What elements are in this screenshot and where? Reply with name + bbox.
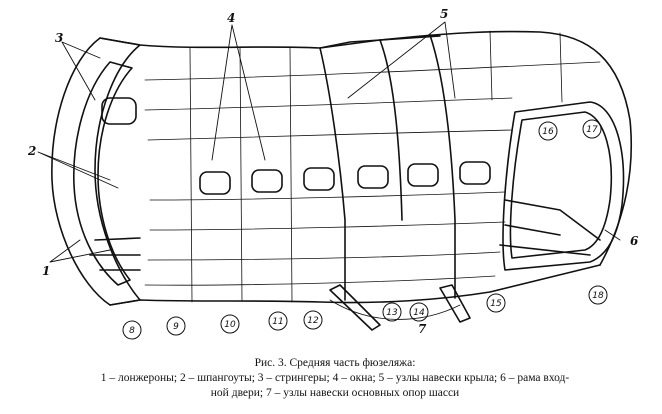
callout-circle-8 [122, 320, 142, 340]
label-7: 7 [418, 322, 427, 336]
front-frame-outer [51, 37, 141, 306]
window-5 [407, 163, 439, 187]
window-4 [357, 165, 389, 189]
callout-circle-13 [382, 302, 402, 322]
callout-number-9: 9 [173, 322, 179, 332]
label-2: 2 [27, 144, 36, 158]
window-2 [251, 169, 283, 193]
callout-circle-10 [220, 314, 240, 334]
caption-line-1: 1 – лонжероны; 2 – шпангоуты; 3 – стринг… [100, 372, 570, 384]
callout-circle-9 [166, 316, 186, 336]
front-frame-inner [73, 61, 133, 286]
callout-number-17: 17 [586, 125, 598, 135]
fuselage-diagram: 3 2 1 4 5 6 7 8 9 10 11 12 13 14 15 16 17 18 [27, 7, 639, 340]
bottom-contour [109, 264, 601, 306]
callout-number-12: 12 [307, 316, 319, 326]
caption-title: Рис. 3. Средняя часть фюзеляжа: [254, 357, 416, 369]
window-6 [459, 161, 491, 185]
callout-circle-15 [486, 293, 506, 313]
callout-circle-18 [588, 285, 608, 305]
callout-number-8: 8 [129, 326, 135, 336]
callout-number-15: 15 [490, 299, 502, 309]
caption-line-2: ной двери; 7 – узлы навески основных опо… [210, 387, 460, 399]
label-1: 1 [42, 264, 50, 278]
window-3 [303, 167, 335, 191]
callout-number-14: 14 [413, 308, 425, 318]
callout-number-18: 18 [592, 291, 604, 301]
label-4: 4 [227, 11, 235, 25]
window-1 [199, 171, 231, 195]
callout-number-11: 11 [272, 317, 283, 327]
callout-circle-11 [268, 311, 288, 331]
top-contour [99, 30, 633, 266]
label-6: 6 [630, 234, 639, 248]
callout-circle-12 [303, 310, 323, 330]
figure-caption: Рис. 3. Средняя часть фюзеляжа: 1 – лонж… [20, 356, 650, 401]
callout-circle-17 [582, 119, 602, 139]
gear-fitting-left [329, 284, 381, 331]
gear-fitting-right [439, 284, 471, 323]
label-3: 3 [55, 31, 63, 45]
label-5: 5 [440, 7, 448, 21]
callout-number-13: 13 [386, 308, 398, 318]
wing-section [319, 47, 346, 301]
callout-number-10: 10 [224, 320, 236, 330]
callout-circle-14 [409, 302, 429, 322]
callout-number-16: 16 [542, 127, 554, 137]
callout-circle-16 [538, 121, 558, 141]
front-window [101, 97, 137, 125]
door-frame [502, 101, 625, 271]
